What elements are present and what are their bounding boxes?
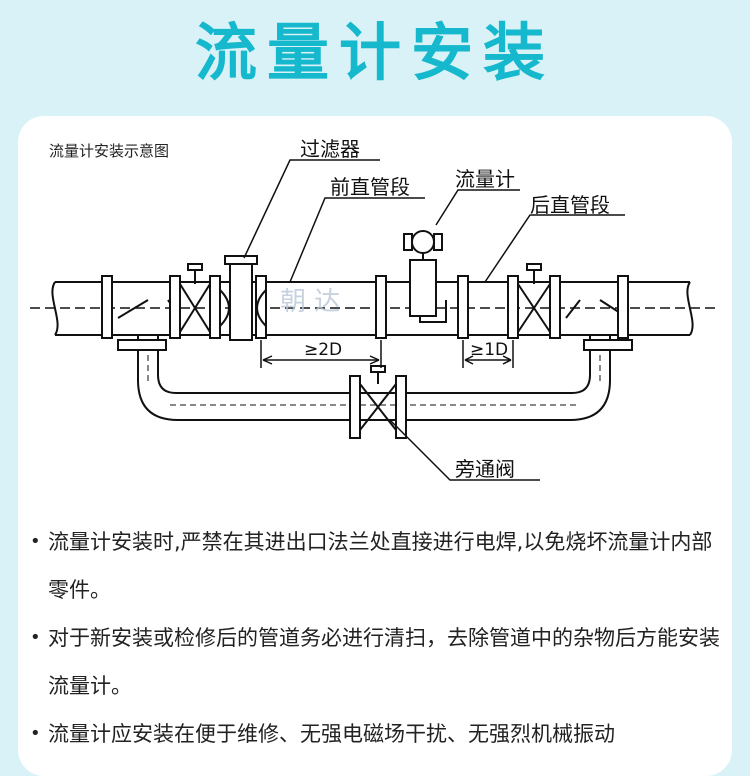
- filter-body: [229, 257, 253, 341]
- flange: [375, 275, 387, 339]
- content-card: [18, 116, 732, 776]
- note-item: • 对于新安装或检修后的管道务必进行清扫，去除管道中的杂物后方能安装流量计。: [30, 614, 730, 710]
- front-pipe-label: 前直管段: [330, 175, 410, 199]
- rear-distance-label: ≥1D: [470, 340, 508, 360]
- flange: [583, 339, 633, 351]
- rear-pipe-label: 后直管段: [530, 193, 610, 217]
- installation-diagram: 过滤器 前直管段 流量计 后直管段 旁通阀 ≥2D ≥1D 朝 达: [30, 137, 720, 481]
- flange: [617, 275, 629, 339]
- bypass-valve-label: 旁通阀: [455, 457, 515, 481]
- note-text: 流量计应安装在便于维修、无强电磁场干扰、无强烈机械振动: [48, 722, 615, 746]
- bullet-icon: •: [30, 723, 41, 744]
- flange: [117, 339, 167, 351]
- bullet-icon: •: [30, 627, 41, 648]
- valve-right: [517, 283, 551, 333]
- flange: [457, 275, 469, 339]
- front-distance-label: ≥2D: [304, 340, 342, 360]
- note-text: 对于新安装或检修后的管道务必进行清扫，去除管道中的杂物后方能安装流量计。: [48, 626, 720, 698]
- filter-label: 过滤器: [300, 137, 360, 161]
- note-item: • 流量计安装时,严禁在其进出口法兰处直接进行电焊,以免烧坏流量计内部零件。: [30, 518, 730, 614]
- flange: [395, 375, 407, 439]
- flowmeter-label: 流量计: [455, 167, 515, 191]
- valve-left: [179, 283, 211, 333]
- notes-list: • 流量计安装时,严禁在其进出口法兰处直接进行电焊,以免烧坏流量计内部零件。 •…: [30, 518, 730, 758]
- watermark: 朝 达: [280, 287, 340, 317]
- flange: [101, 275, 113, 339]
- note-text: 流量计安装时,严禁在其进出口法兰处直接进行电焊,以免烧坏流量计内部零件。: [48, 530, 713, 602]
- flange: [507, 275, 519, 339]
- page-title: 流量计安装: [194, 16, 555, 89]
- flowmeter-body: [409, 259, 437, 317]
- bullet-icon: •: [30, 531, 41, 552]
- flange: [209, 275, 221, 339]
- bypass-pipe: [137, 335, 611, 421]
- flange: [169, 275, 181, 339]
- main-pipe: [55, 281, 690, 336]
- flowmeter-display: [411, 230, 435, 254]
- flange: [549, 275, 561, 339]
- flange: [349, 375, 361, 439]
- note-item: • 流量计应安装在便于维修、无强电磁场干扰、无强烈机械振动: [30, 710, 730, 758]
- diagram-caption: 流量计安装示意图: [49, 142, 170, 160]
- bypass-valve: [359, 383, 397, 431]
